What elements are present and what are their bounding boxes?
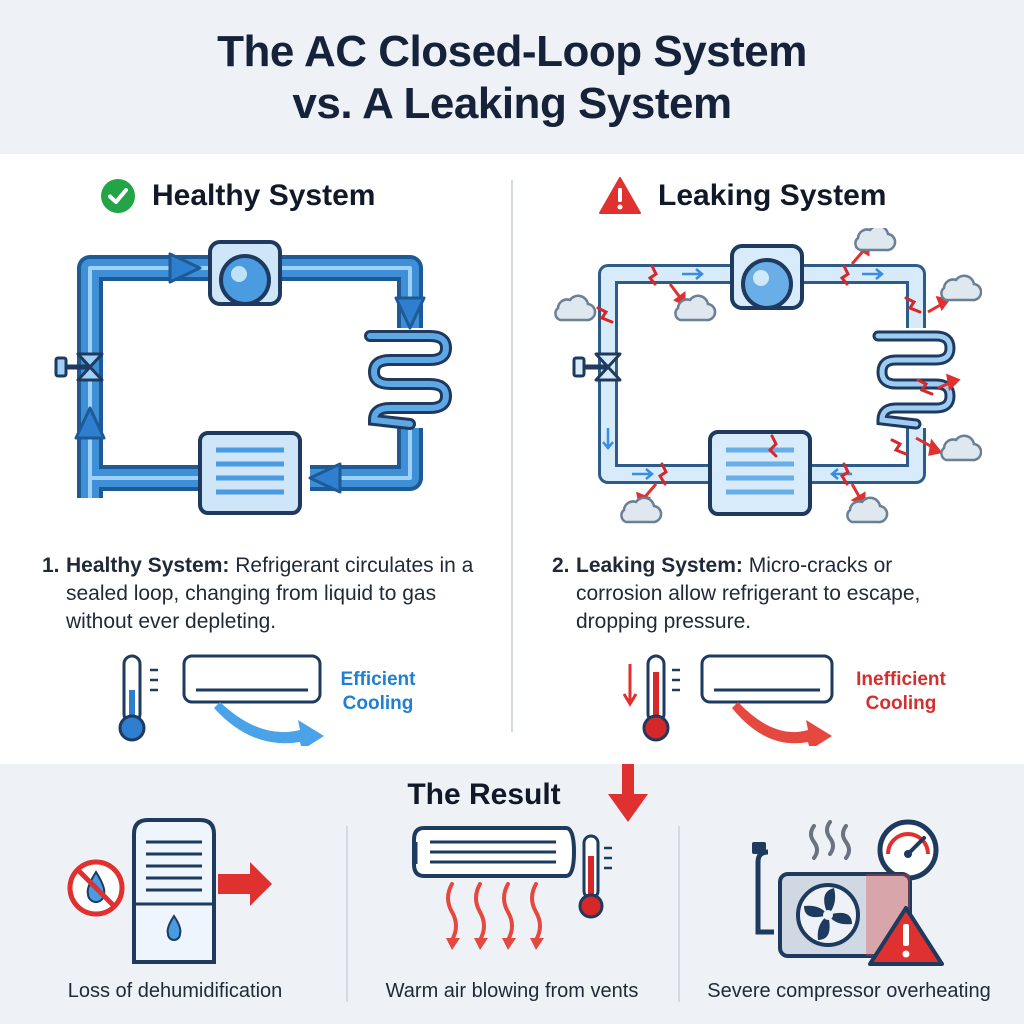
page-title: The AC Closed-Loop System vs. A Leaking … [0, 26, 1024, 130]
steam-wisps [809, 820, 851, 860]
heat-waves [446, 882, 542, 942]
efficient-cooling-line-1: Efficient [340, 669, 416, 690]
evaporator-icon [708, 430, 812, 516]
warning-triangle-icon [868, 906, 944, 966]
evaporator-icon [198, 431, 302, 515]
gas-cloud-icon [554, 228, 982, 524]
cool-air-arrow-icon [214, 702, 324, 746]
healthy-step-number: 1. [42, 554, 60, 577]
result-title: The Result [0, 778, 1024, 812]
efficient-cooling-line-2: Cooling [342, 693, 414, 714]
vent-unit [412, 826, 577, 878]
title-line-2: vs. A Leaking System [292, 79, 732, 128]
warm-air-vent-icon [412, 826, 612, 950]
leaking-description-label: Leaking System: [576, 554, 743, 577]
flow-arrow-icon [394, 296, 426, 330]
expansion-valve-icon [572, 352, 622, 382]
result-title-label: The Result [407, 778, 561, 811]
inefficient-cooling-line-2: Cooling [865, 693, 937, 714]
condenser-coil-icon [364, 330, 453, 430]
thermometer-hot-icon [622, 654, 680, 742]
result-caption-2: Warm air blowing from vents [385, 980, 639, 1002]
healthy-description: 1. Healthy System: Refrigerant circulate… [42, 552, 482, 636]
compressor-icon [208, 240, 282, 306]
healthy-heading-label: Healthy System [152, 179, 376, 212]
ac-unit-icon [700, 654, 834, 704]
efficient-cooling-graphic [118, 654, 324, 746]
warning-triangle-icon [599, 177, 641, 214]
result-divider-1 [346, 826, 348, 1002]
down-arrow-icon [608, 764, 648, 822]
healthy-description-text: Refrigerant circulates in a sealed loop,… [66, 554, 474, 633]
dehumidifier-unit [132, 818, 216, 964]
title-line-1: The AC Closed-Loop System [217, 27, 807, 76]
efficient-cooling-label: Efficient Cooling [328, 668, 428, 716]
warm-air-arrow-icon [732, 702, 832, 746]
ac-unit-icon [182, 654, 322, 704]
column-divider [511, 180, 513, 732]
condenser-coil-icon [872, 330, 956, 430]
leaking-description: 2. Leaking System: Micro-cracks or corro… [552, 552, 982, 636]
healthy-heading: Healthy System [100, 172, 375, 220]
right-arrow-icon [218, 862, 272, 906]
flow-arrow-icon [74, 406, 106, 440]
inefficient-cooling-graphic [622, 654, 834, 746]
dehumidifier-icon [67, 818, 272, 964]
compressor-icon [730, 244, 804, 310]
check-circle-icon [101, 179, 135, 213]
inefficient-cooling-label: Inefficient Cooling [846, 668, 956, 716]
thermometer-cool-icon [118, 654, 158, 742]
leaking-step-number: 2. [552, 554, 570, 577]
leaking-loop-diagram [554, 228, 982, 524]
flow-arrow-icon [168, 252, 202, 284]
crack-marks [596, 264, 934, 486]
leaking-heading-label: Leaking System [658, 179, 887, 212]
healthy-description-label: Healthy System: [66, 554, 230, 577]
flow-arrow-icon [308, 462, 342, 494]
leaking-heading: Leaking System [598, 172, 886, 220]
overheating-compressor-icon [752, 819, 944, 966]
no-water-icon [67, 859, 125, 917]
result-caption-1: Loss of dehumidification [67, 980, 283, 1002]
healthy-loop-diagram [54, 240, 453, 515]
thermometer-hot-icon [578, 834, 612, 919]
leaking-description-text: Micro-cracks or corrosion allow refriger… [576, 554, 921, 633]
gauge-icon [877, 819, 939, 881]
expansion-valve-icon [54, 352, 104, 382]
result-divider-2 [678, 826, 680, 1002]
result-caption-3: Severe compressor overheating [707, 980, 991, 1002]
inefficient-cooling-line-1: Inefficient [856, 669, 946, 690]
header-band [0, 0, 1024, 154]
